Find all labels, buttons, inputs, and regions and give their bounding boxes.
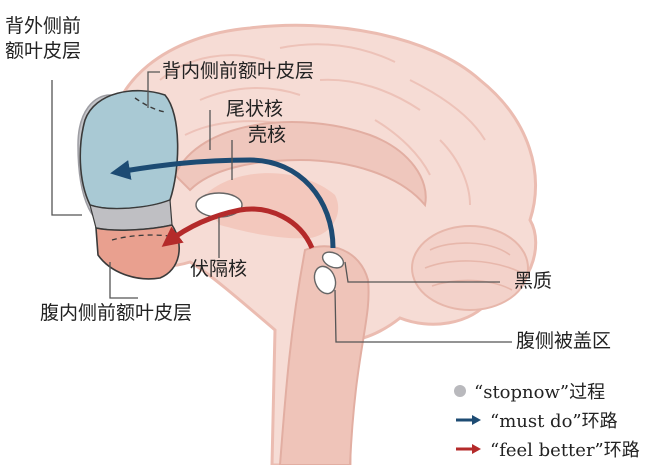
legend-must-do-label: “must do”环路 xyxy=(490,411,618,432)
leader-snc xyxy=(344,261,500,283)
legend-feel-better: “feel better”环路 xyxy=(454,436,640,462)
label-vmpfc: 腹内侧前额叶皮层 xyxy=(40,302,193,324)
dmpfc-region xyxy=(79,89,179,210)
substantia-nigra xyxy=(321,251,345,269)
label-dlpfc-line1: 背外侧前 xyxy=(5,15,82,37)
legend-stop-label: “stopnow”过程 xyxy=(474,382,606,403)
cerebellum xyxy=(411,225,529,311)
label-dmpfc: 背内侧前额叶皮层 xyxy=(162,60,315,82)
leader-dmpfc xyxy=(147,71,160,108)
must-do-arrow xyxy=(110,157,336,249)
ventral-tegmental-area xyxy=(313,265,337,295)
leader-dlpfc xyxy=(51,80,82,216)
vmpfc-region xyxy=(95,224,180,280)
label-dlpfc-line2: 额叶皮层 xyxy=(5,40,82,62)
red-arrow-icon xyxy=(456,444,481,454)
leader-lines xyxy=(51,71,512,343)
leader-vta xyxy=(334,289,512,343)
striatum-region xyxy=(200,173,339,239)
label-snc: 黑质 xyxy=(514,270,553,292)
brainstem xyxy=(278,245,370,466)
label-nacc: 伏隔核 xyxy=(190,258,248,280)
blue-arrow-icon xyxy=(456,415,481,425)
label-caudate: 尾状核 xyxy=(226,98,284,120)
vmpfc-dashed-edge xyxy=(111,234,171,241)
gray-dot-icon xyxy=(454,385,466,397)
gyri-texture xyxy=(159,43,486,206)
feel-better-arrow xyxy=(161,206,315,250)
legend-feel-better-label: “feel better”环路 xyxy=(490,440,640,461)
dmpfc-dashed-edge xyxy=(134,97,166,113)
legend-must-do: “must do”环路 xyxy=(454,407,618,433)
label-putamen: 壳核 xyxy=(248,124,287,146)
cerebellum-folds xyxy=(424,242,521,291)
leader-vmpfc xyxy=(109,262,138,299)
label-vta: 腹侧被盖区 xyxy=(516,330,612,352)
legend-stop: “stopnow”过程 xyxy=(454,378,605,404)
